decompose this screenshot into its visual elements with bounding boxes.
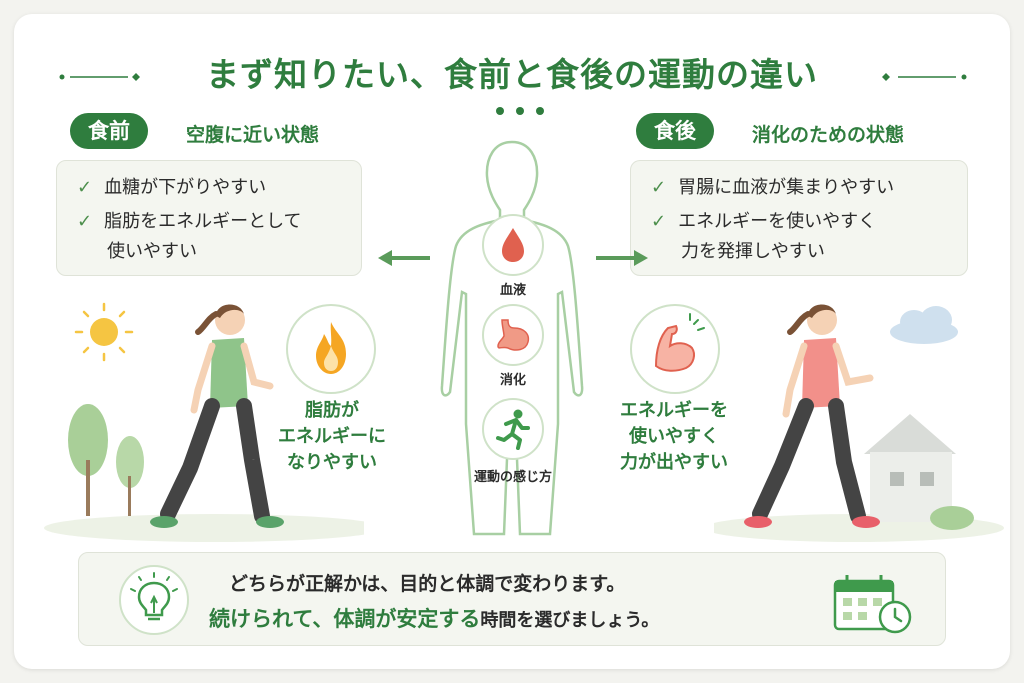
check-icon: ✓	[651, 211, 667, 232]
digestion-circle	[482, 304, 544, 366]
title-decoration-right	[882, 73, 967, 81]
title-dots	[490, 100, 550, 119]
blood-circle	[482, 214, 544, 276]
check-icon: ✓	[77, 211, 93, 232]
tree-icon	[68, 404, 144, 516]
running-person-icon	[496, 409, 530, 450]
before-points-box: ✓血糖が下がりやすい ✓脂肪をエネルギーとして 使いやすい	[56, 160, 362, 276]
digestion-label: 消化	[499, 373, 526, 388]
blood-label: 血液	[499, 283, 526, 298]
arm-circle	[630, 304, 720, 394]
after-point-2: ✓エネルギーを使いやすく 力を発揮しやすい	[651, 211, 877, 262]
after-subtitle: 消化のための状態	[752, 124, 905, 146]
before-point-1: ✓血糖が下がりやすい	[77, 177, 267, 198]
calendar-clock-icon	[833, 575, 912, 634]
cloud-icon	[890, 306, 958, 344]
arrow-right-icon	[596, 250, 648, 266]
before-tag: 食前	[70, 113, 148, 149]
exercise-label: 運動の感じ方	[473, 470, 552, 485]
lightbulb-icon	[130, 572, 178, 621]
flame-icon	[316, 322, 346, 374]
house-icon	[864, 414, 974, 530]
page-title: まず知りたい、食前と食後の運動の違い	[206, 55, 818, 94]
woman-walking-before	[150, 304, 284, 528]
blood-drop-icon	[502, 228, 524, 262]
bottom-line-2: 続けられて、体調が安定する時間を選びましょう。	[209, 607, 660, 631]
before-point-2: ✓脂肪をエネルギーとして 使いやすい	[77, 211, 302, 262]
bottom-line-1: どちらが正解かは、目的と体調で変わります。	[229, 573, 626, 595]
after-walking-scene	[714, 304, 1004, 542]
woman-walking-after	[744, 304, 880, 528]
after-points-box: ✓胃腸に血液が集まりやすい ✓エネルギーを使いやすく 力を発揮しやすい	[630, 160, 968, 276]
before-walking-scene	[44, 302, 364, 542]
before-effect-label: 脂肪がエネルギーになりやすい	[278, 400, 386, 473]
flexed-arm-icon	[654, 313, 705, 372]
check-icon: ✓	[651, 177, 667, 198]
after-point-1: ✓胃腸に血液が集まりやすい	[651, 177, 895, 198]
after-tag: 食後	[636, 113, 714, 149]
bottom-message-box: どちらが正解かは、目的と体調で変わります。 続けられて、体調が安定する時間を選び…	[78, 552, 946, 646]
exercise-circle	[482, 398, 544, 460]
flame-circle	[286, 304, 376, 394]
sun-icon	[74, 302, 134, 362]
infographic-card: まず知りたい、食前と食後の運動の違い 食前 空腹に近い状態 ✓血糖が下がりやすい…	[14, 14, 1010, 669]
check-icon: ✓	[77, 177, 93, 198]
after-effect-label: エネルギーを使いやすく力が出やすい	[620, 400, 728, 473]
arrow-left-icon	[378, 250, 430, 266]
title-decoration-left	[59, 73, 140, 81]
before-subtitle: 空腹に近い状態	[186, 124, 320, 146]
tip-circle	[119, 565, 189, 635]
stomach-icon	[497, 319, 530, 351]
